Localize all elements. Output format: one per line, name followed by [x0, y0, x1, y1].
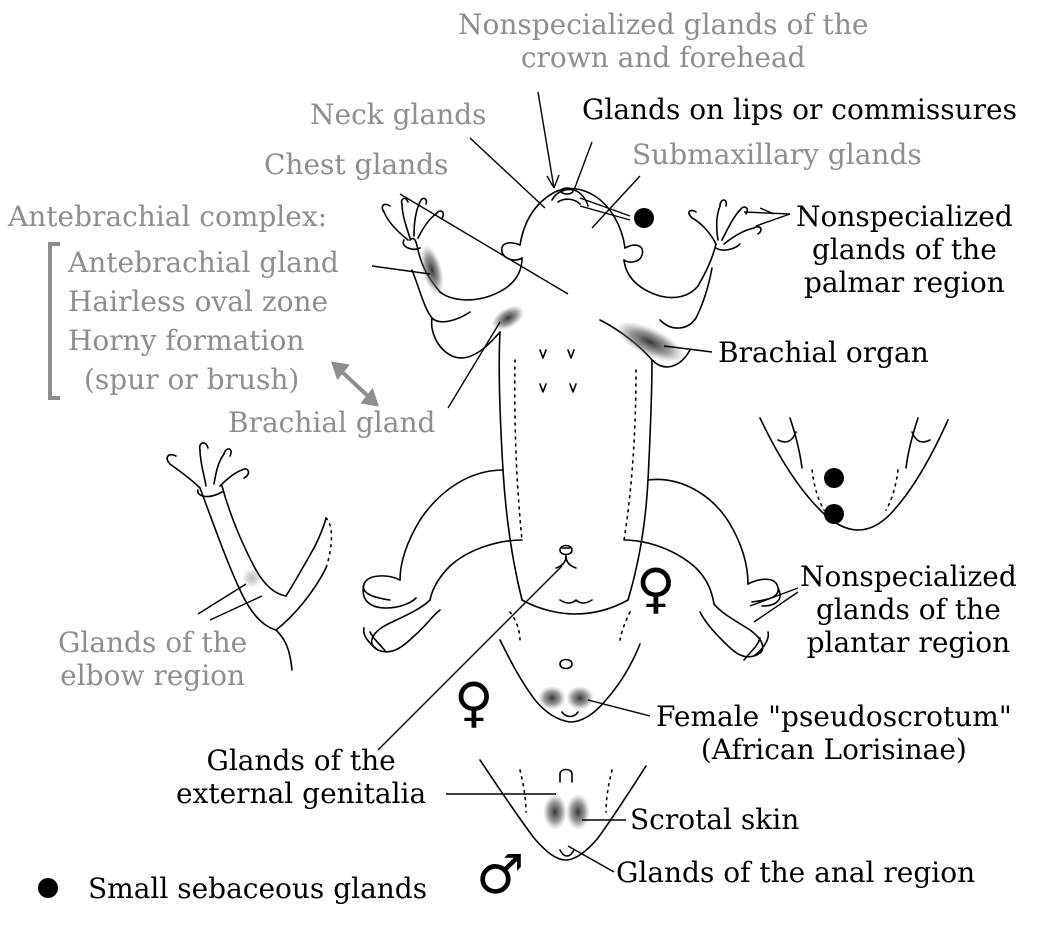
label-antebrachial-title: Antebrachial complex: [8, 200, 327, 233]
label-plantar-line2: glands of the [800, 593, 1017, 626]
label-plantar-line3: plantar region [800, 626, 1017, 659]
label-pseudoscrotum-line2: (African Lorisinae) [656, 733, 1012, 766]
head-outline [520, 189, 625, 248]
label-crown-forehead: Nonspecialized glands of the crown and f… [458, 8, 868, 74]
label-crown-forehead-line2: crown and forehead [458, 41, 868, 74]
female-symbol-icon: ♀ [636, 562, 676, 616]
label-scrotal-skin: Scrotal skin [630, 803, 799, 836]
label-elbow-line2: elbow region [58, 659, 247, 692]
label-antebrachial-gland: Antebrachial gland [68, 246, 339, 279]
label-palmar-line1: Nonspecialized [796, 200, 1013, 233]
label-crown-forehead-line1: Nonspecialized glands of the [458, 8, 868, 41]
label-brachial-organ: Brachial organ [718, 336, 929, 369]
label-external-genitalia: Glands of the external genitalia [176, 744, 426, 810]
label-palmar-line3: palmar region [796, 266, 1013, 299]
label-elbow-line1: Glands of the [58, 626, 247, 659]
torso-outline [499, 332, 522, 600]
label-chest-glands: Chest glands [264, 148, 448, 181]
label-brachial-gland: Brachial gland [228, 406, 435, 439]
label-neck-glands: Neck glands [310, 98, 487, 131]
label-horny-formation: Horny formation [68, 324, 304, 357]
label-spur-or-brush: (spur or brush) [84, 363, 299, 396]
antebrachial-bracket [50, 244, 60, 398]
label-pseudoscrotum-line1: Female "pseudoscrotum" [656, 700, 1012, 733]
double-arrow [334, 364, 376, 404]
label-plantar-line1: Nonspecialized [800, 560, 1017, 593]
label-hairless-oval-zone: Hairless oval zone [68, 285, 328, 318]
label-anal-region: Glands of the anal region [616, 856, 975, 889]
legend-sebaceous: Small sebaceous glands [88, 872, 427, 905]
label-palmar: Nonspecialized glands of the palmar regi… [796, 200, 1013, 299]
label-elbow: Glands of the elbow region [58, 626, 247, 692]
male-symbol-icon: ♂ [476, 848, 524, 902]
gland-shading [242, 242, 690, 830]
label-plantar: Nonspecialized glands of the plantar reg… [800, 560, 1017, 659]
label-palmar-line2: glands of the [796, 233, 1013, 266]
label-external-genitalia-line1: Glands of the [176, 744, 426, 777]
label-lips-commissures: Glands on lips or commissures [582, 93, 1017, 126]
label-pseudoscrotum: Female "pseudoscrotum" (African Lorisina… [656, 700, 1012, 766]
label-external-genitalia-line2: external genitalia [176, 777, 426, 810]
label-submaxillary: Submaxillary glands [632, 138, 922, 171]
female-symbol-icon-2: ♀ [454, 676, 494, 730]
